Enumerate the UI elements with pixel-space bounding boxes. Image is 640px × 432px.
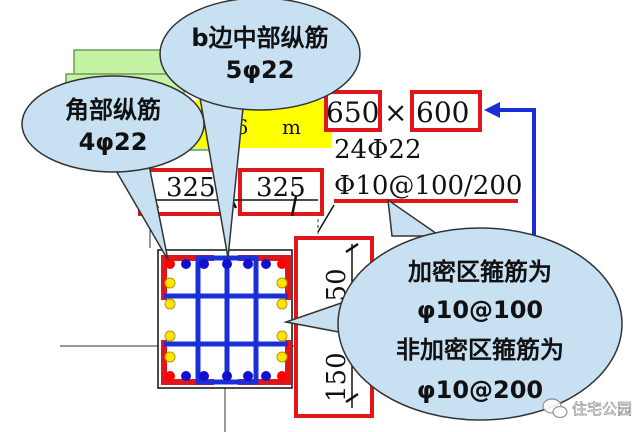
watermark-text: 住宅公园 — [572, 400, 632, 418]
times-symbol: × — [384, 96, 407, 129]
callout-b-side-value: 5φ22 — [226, 56, 295, 84]
section-b-value: 650 — [326, 96, 379, 129]
callout-stirrup-line2: φ10@100 — [417, 296, 543, 324]
callout-corner-value: 4φ22 — [79, 128, 148, 156]
callout-corner-title: 角部纵筋 — [65, 96, 161, 124]
callout-stirrup-line1: 加密区箍筋为 — [408, 258, 552, 286]
wechat-icon — [542, 398, 568, 419]
callout-stirrup-line4: φ10@200 — [417, 376, 543, 404]
callout-b-side-title: b边中部纵筋 — [191, 24, 328, 52]
width-dimension: 325 325 — [138, 168, 324, 217]
callout-stirrup: 加密区箍筋为 φ10@100 非加密区箍筋为 φ10@200 — [283, 198, 623, 421]
section-specification: 650 × 600 24Φ22 Φ10@100/200 — [317, 90, 536, 262]
dimension-side-bottom: 150 — [322, 352, 352, 402]
callout-stirrup-line3: 非加密区箍筋为 — [396, 336, 564, 364]
section-h-value: 600 — [416, 96, 469, 129]
callout-b-side-rebar: b边中部纵筋 5φ22 — [159, 0, 361, 259]
callout-corner-rebar: 角部纵筋 4φ22 — [21, 75, 205, 261]
stirrup-spec: Φ10@100/200 — [334, 171, 522, 201]
reinforcement-spec: 24Φ22 — [334, 135, 421, 165]
column-cross-section — [157, 249, 293, 389]
watermark: 住宅公园 — [542, 398, 632, 419]
background-label-fragment-2: m — [282, 115, 301, 139]
dimension-right-width: 325 — [256, 173, 306, 203]
dimension-left-width: 325 — [166, 173, 216, 203]
